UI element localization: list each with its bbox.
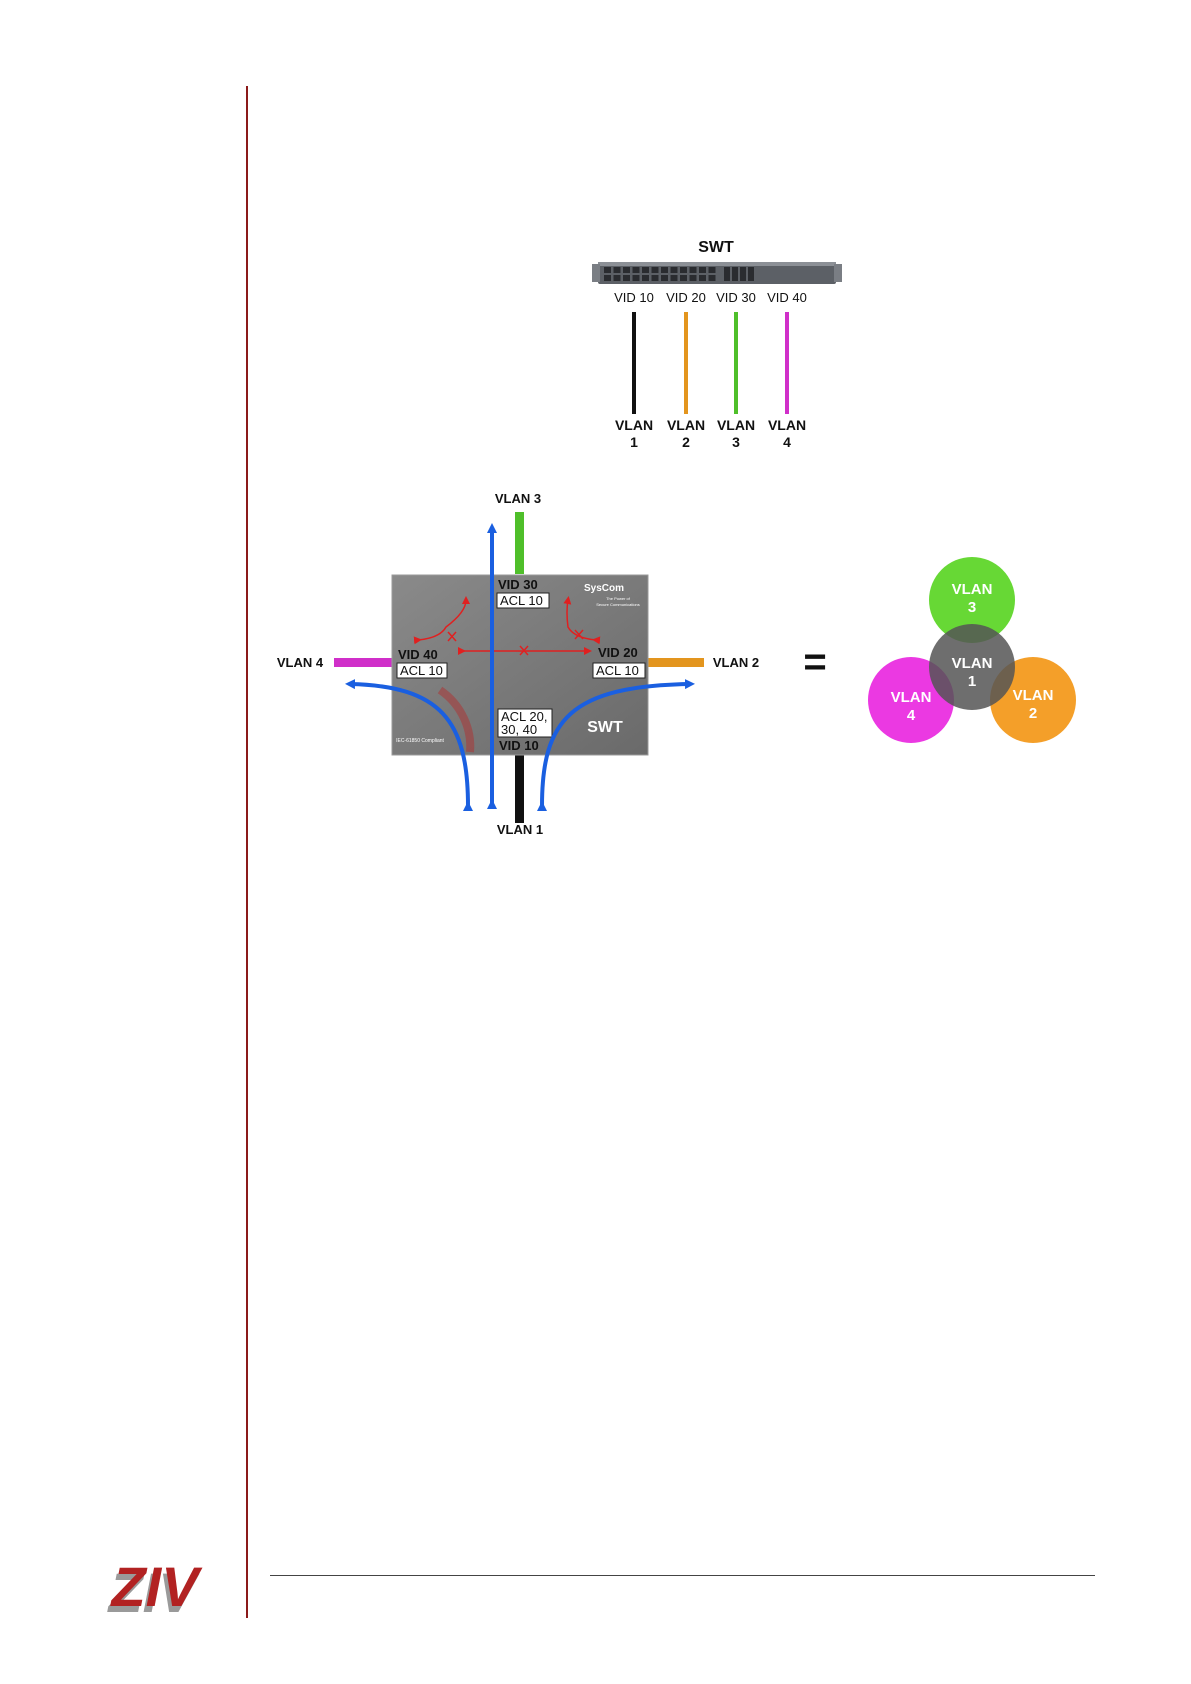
vid-label: VID 30 (716, 290, 756, 305)
outer-label-top: VLAN 3 (495, 491, 541, 506)
rack-port (604, 267, 611, 273)
rack-port (633, 275, 640, 281)
venn-label: 2 (1029, 705, 1037, 722)
rack-port (604, 275, 611, 281)
top-vid-labels: VID 10 VID 20 VID 30 VID 40 (614, 290, 807, 305)
vlan-3-port-cable (515, 512, 524, 574)
vid-label: VID 10 (614, 290, 654, 305)
rack-port (671, 275, 678, 281)
bottom-port-acl: 30, 40 (501, 722, 537, 737)
ziv-logo: ZIV ZIV (106, 1555, 203, 1624)
right-port-vid: VID 20 (598, 645, 638, 660)
rack-port (642, 275, 649, 281)
outer-label-bottom: VLAN 1 (497, 822, 543, 837)
rack-fiber-port (732, 267, 738, 281)
venn-label: VLAN (952, 655, 993, 672)
left-port-acl: ACL 10 (400, 663, 443, 678)
vid-label: VID 20 (666, 290, 706, 305)
top-port-vid: VID 30 (498, 577, 538, 592)
top-switch-title: SWT (698, 239, 734, 256)
rack-port (661, 267, 668, 273)
outer-label-right: VLAN 2 (713, 655, 759, 670)
rack-port (614, 275, 621, 281)
vlan-label: VLAN (768, 417, 806, 433)
left-port-vid: VID 40 (398, 647, 438, 662)
equals-sign: = (803, 640, 826, 684)
vid-label: VID 40 (767, 290, 807, 305)
rack-port (699, 267, 706, 273)
venn-label: 1 (968, 673, 976, 690)
rack-port (690, 267, 697, 273)
venn-label: VLAN (1013, 687, 1054, 704)
venn-label: 4 (907, 707, 916, 724)
rack-port (652, 267, 659, 273)
logo-text: ZIV (109, 1555, 203, 1618)
outer-label-left: VLAN 4 (277, 655, 324, 670)
right-port-acl: ACL 10 (596, 663, 639, 678)
rack-port (661, 275, 668, 281)
vlan-venn: VLAN 3 VLAN 1 VLAN 4 VLAN 2 (868, 557, 1076, 743)
vlan-number: 1 (630, 434, 638, 450)
venn-label: VLAN (891, 689, 932, 706)
device-tagline: The Power of (606, 596, 631, 601)
rack-fiber-port (740, 267, 746, 281)
vlan-2-port-cable (646, 658, 704, 667)
rack-port (671, 267, 678, 273)
rack-port (633, 267, 640, 273)
rack-port (680, 267, 687, 273)
rack-port (690, 275, 697, 281)
vlan-number: 3 (732, 434, 740, 450)
rack-port (699, 275, 706, 281)
bottom-port-vid: VID 10 (499, 738, 539, 753)
rack-port (623, 267, 630, 273)
vlan-label: VLAN (615, 417, 653, 433)
rack-switch-image (592, 262, 842, 284)
device-brand: SysCom (584, 583, 624, 594)
rack-port (642, 267, 649, 273)
rack-port (623, 275, 630, 281)
rack-port (652, 275, 659, 281)
vlan-label: VLAN (667, 417, 705, 433)
top-port-acl: ACL 10 (500, 593, 543, 608)
vlan-number: 2 (682, 434, 690, 450)
rack-port (680, 275, 687, 281)
rack-fiber-port (724, 267, 730, 281)
venn-label: VLAN (952, 581, 993, 598)
vlan-4-port-cable (334, 658, 392, 667)
top-vlan-labels: VLAN 1 VLAN 2 VLAN 3 VLAN 4 (615, 417, 806, 450)
device-tagline: Secure Communications (596, 602, 640, 607)
device-model-note: IEC-61850 Compliant (396, 738, 444, 744)
vlan-number: 4 (783, 434, 791, 450)
vlan-1-port-cable (515, 755, 524, 823)
rack-fiber-port (748, 267, 754, 281)
rack-port (709, 267, 716, 273)
venn-label: 3 (968, 599, 976, 616)
vlan-label: VLAN (717, 417, 755, 433)
rack-port (709, 275, 716, 281)
device-label: SWT (587, 719, 623, 736)
rack-port (614, 267, 621, 273)
vlan-cables (634, 312, 787, 414)
